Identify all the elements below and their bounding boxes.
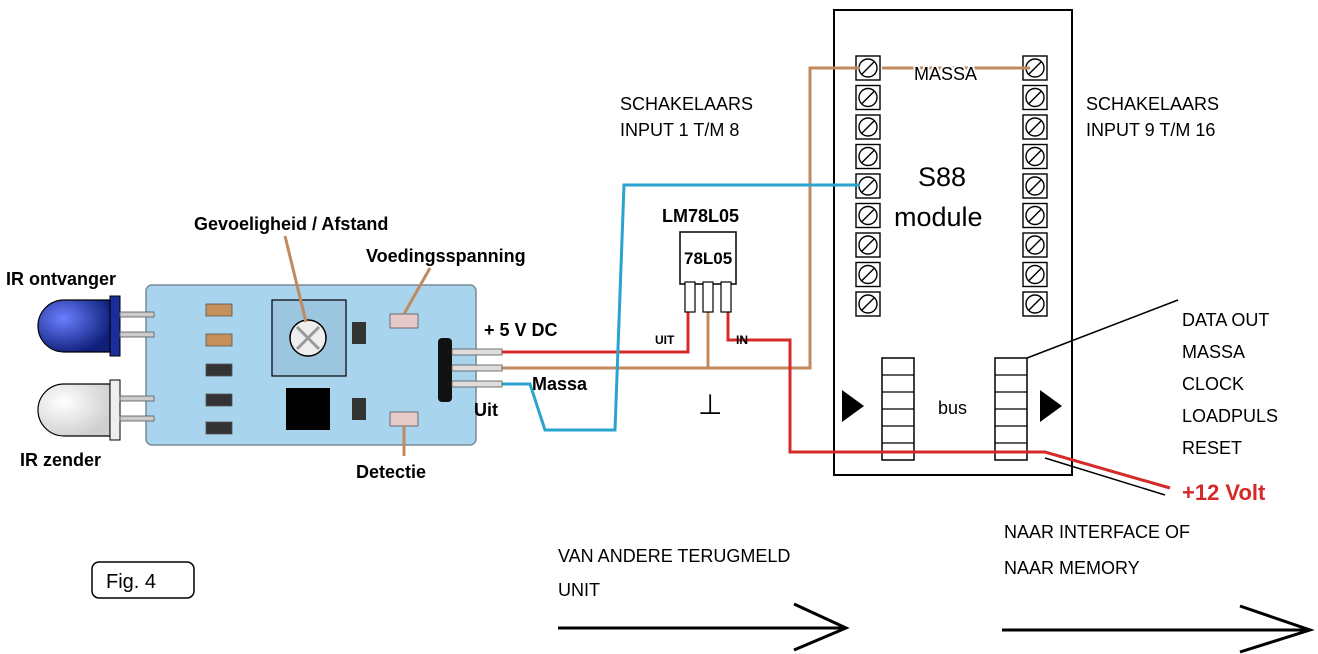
- label-lm78l05: LM78L05: [662, 206, 739, 226]
- bus-signal-label: LOADPULS: [1182, 406, 1278, 426]
- figure-label: Fig. 4: [106, 571, 156, 593]
- bus-connector-right: [994, 357, 1028, 461]
- wire-massa-brown: [500, 66, 860, 370]
- wire-signal-blue: [500, 183, 860, 432]
- label-78l05-marking: 78L05: [684, 249, 732, 268]
- label-s88: S88: [918, 162, 966, 192]
- label-sensitivity: Gevoeligheid / Afstand: [194, 214, 388, 234]
- label-switches-left-1: SCHAKELAARS: [620, 94, 753, 114]
- screw-terminal-icon: [1022, 261, 1048, 288]
- label-massa-wire: Massa: [532, 374, 588, 394]
- figure-label-box: [91, 561, 195, 599]
- screw-terminal-icon: [1022, 143, 1048, 170]
- wire-5v-red: [500, 312, 690, 354]
- detection-led-icon: [389, 411, 419, 427]
- bus-signal-label: RESET: [1182, 438, 1242, 458]
- bus-arrow-right-icon: [1040, 390, 1062, 422]
- label-from-other-1: VAN ANDERE TERUGMELD: [558, 546, 790, 566]
- label-ir-receiver: IR ontvanger: [6, 269, 116, 289]
- label-ir-emitter: IR zender: [20, 450, 101, 470]
- ground-symbol: ⊥: [698, 389, 722, 420]
- arrow-right-icon: [558, 602, 850, 652]
- power-led-icon: [389, 313, 419, 329]
- wire-12v-black: [1044, 457, 1166, 496]
- screw-terminal-icon: [1022, 84, 1048, 111]
- screw-terminal-icon: [1022, 114, 1048, 140]
- bus-signal-list: DATA OUT MASSA CLOCK LOADPULS RESET: [1182, 310, 1278, 458]
- screw-terminal-icon: [855, 143, 881, 170]
- label-switches-right-1: SCHAKELAARS: [1086, 94, 1219, 114]
- screw-terminal-icon: [1022, 291, 1048, 317]
- label-massa-top: MASSA: [914, 64, 977, 84]
- screw-terminal-icon: [855, 55, 881, 81]
- screw-terminal-icon: [855, 114, 881, 140]
- bus-connector-left: [881, 357, 915, 461]
- label-reg-in: IN: [736, 333, 748, 347]
- bus-signal-label: CLOCK: [1182, 374, 1244, 394]
- label-module: module: [894, 202, 983, 232]
- label-12v: +12 Volt: [1182, 480, 1266, 505]
- bus-signal-label: MASSA: [1182, 342, 1245, 362]
- label-reg-uit: UIT: [655, 333, 675, 347]
- right-terminal-block: [1022, 55, 1048, 317]
- label-uit-pin: Uit: [474, 400, 498, 420]
- arrow-right-icon: [1002, 604, 1315, 654]
- bus-arrow-left-icon: [842, 390, 864, 422]
- label-bus: bus: [938, 398, 967, 418]
- left-terminal-block: [855, 55, 881, 317]
- label-5vdc: + 5 V DC: [484, 320, 558, 340]
- screw-terminal-icon: [1022, 202, 1048, 229]
- pointer-supply: [402, 267, 432, 315]
- screw-terminal-icon: [855, 291, 881, 317]
- label-detection: Detectie: [356, 462, 426, 482]
- label-switches-right-2: INPUT 9 T/M 16: [1086, 120, 1215, 140]
- pointer-sensitivity: [283, 235, 308, 323]
- ic-chip-icon: [286, 388, 330, 430]
- screw-terminal-icon: [855, 202, 881, 229]
- label-supply-voltage: Voedingsspanning: [366, 246, 526, 266]
- screw-terminal-icon: [855, 261, 881, 288]
- label-switches-left-2: INPUT 1 T/M 8: [620, 120, 739, 140]
- voltage-regulator: [679, 231, 737, 313]
- pin-header: [438, 338, 452, 402]
- data-out-pointer: [1026, 299, 1179, 359]
- wire-12v-red: [726, 312, 1171, 490]
- label-to-interface-1: NAAR INTERFACE OF: [1004, 522, 1190, 542]
- label-to-interface-2: NAAR MEMORY: [1004, 558, 1140, 578]
- ir-sensor-board: [145, 284, 503, 446]
- screw-terminal-icon: [1022, 55, 1048, 81]
- screw-terminal-icon: [1022, 173, 1048, 199]
- bus-signal-label: DATA OUT: [1182, 310, 1269, 330]
- ir-emitter-led-icon: [37, 379, 155, 441]
- ir-receiver-led-icon: [37, 295, 155, 357]
- label-from-other-2: UNIT: [558, 580, 600, 600]
- screw-terminal-icon: [855, 232, 881, 258]
- screw-terminal-icon: [1022, 232, 1048, 258]
- screw-terminal-icon: [855, 84, 881, 111]
